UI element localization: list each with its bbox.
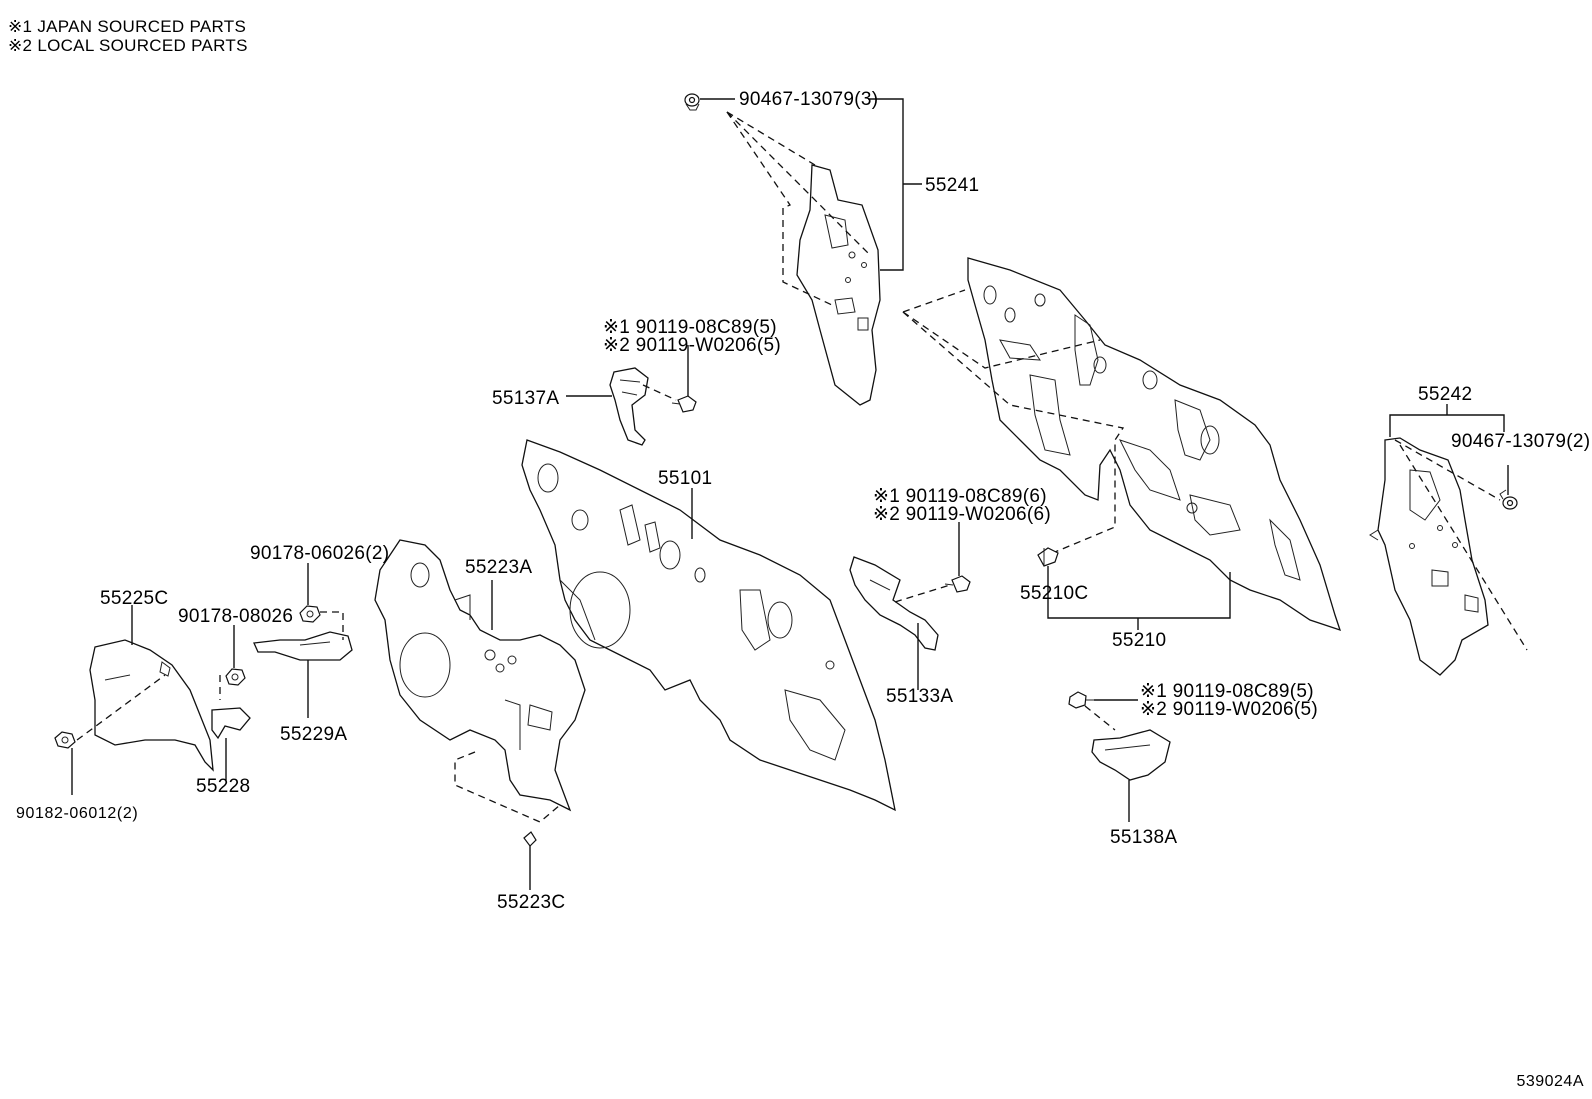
label-55229A: 55229A bbox=[280, 724, 347, 745]
part-55133A[interactable] bbox=[849, 556, 939, 651]
label-90467-13079-2: 90467-13079(2) bbox=[1451, 431, 1590, 452]
part-55223C[interactable] bbox=[523, 831, 537, 847]
nut-90178-06026[interactable] bbox=[299, 605, 321, 623]
label-90182-06012-2: 90182-06012(2) bbox=[16, 805, 138, 822]
part-55137A[interactable] bbox=[609, 367, 649, 446]
part-55223A[interactable] bbox=[374, 539, 586, 812]
label-55101: 55101 bbox=[658, 468, 712, 489]
part-55210[interactable] bbox=[967, 257, 1342, 632]
label-55138A: 55138A bbox=[1110, 827, 1177, 848]
label-55223A: 55223A bbox=[465, 557, 532, 578]
label-90119-08C89-6: ※1 90119-08C89(6) bbox=[873, 486, 1047, 507]
label-55133A: 55133A bbox=[886, 686, 953, 707]
nut-90182-06012[interactable] bbox=[54, 731, 76, 749]
part-55241[interactable] bbox=[796, 164, 881, 406]
label-90119-08C89-5-c: ※1 90119-08C89(5) bbox=[1140, 681, 1314, 702]
label-55137A: 55137A bbox=[492, 388, 559, 409]
part-55242[interactable] bbox=[1369, 437, 1489, 676]
clip-90467-right[interactable] bbox=[1499, 489, 1518, 510]
label-90119-08C89-5-a: ※1 90119-08C89(5) bbox=[603, 317, 777, 338]
label-55241: 55241 bbox=[925, 175, 979, 196]
part-55101[interactable] bbox=[521, 439, 896, 812]
label-90178-08026: 90178-08026 bbox=[178, 606, 293, 627]
note-japan-sourced: ※1 JAPAN SOURCED PARTS bbox=[8, 17, 247, 36]
label-55242: 55242 bbox=[1418, 384, 1472, 405]
part-55225C[interactable] bbox=[89, 639, 214, 772]
figure-id: 539024A bbox=[1516, 1073, 1584, 1090]
bolt-90119-55138A[interactable] bbox=[1068, 691, 1094, 709]
part-55228[interactable] bbox=[211, 707, 251, 740]
label-55210C: 55210C bbox=[1020, 583, 1088, 604]
label-55210: 55210 bbox=[1112, 630, 1166, 651]
label-55223C: 55223C bbox=[497, 892, 565, 913]
label-90119-W0206-5-a: ※2 90119-W0206(5) bbox=[603, 335, 781, 356]
clip-55210C[interactable] bbox=[1037, 547, 1059, 567]
label-90119-W0206-6: ※2 90119-W0206(6) bbox=[873, 504, 1051, 525]
bolt-90119-55137A[interactable] bbox=[671, 395, 697, 413]
label-90467-13079-3: 90467-13079(3) bbox=[739, 89, 878, 110]
nut-90178-08026[interactable] bbox=[225, 668, 246, 686]
label-90119-W0206-5-c: ※2 90119-W0206(5) bbox=[1140, 699, 1318, 720]
label-90178-06026-2: 90178-06026(2) bbox=[250, 543, 389, 564]
part-55138A[interactable] bbox=[1091, 729, 1171, 781]
label-55225C: 55225C bbox=[100, 588, 168, 609]
part-55229A[interactable] bbox=[253, 631, 353, 661]
label-55228: 55228 bbox=[196, 776, 250, 797]
sourcing-notes: ※1 JAPAN SOURCED PARTS ※2 LOCAL SOURCED … bbox=[8, 17, 248, 55]
bolt-90119-55133A[interactable] bbox=[944, 575, 971, 593]
note-local-sourced: ※2 LOCAL SOURCED PARTS bbox=[8, 36, 248, 55]
clip-90467-top[interactable] bbox=[684, 93, 700, 111]
